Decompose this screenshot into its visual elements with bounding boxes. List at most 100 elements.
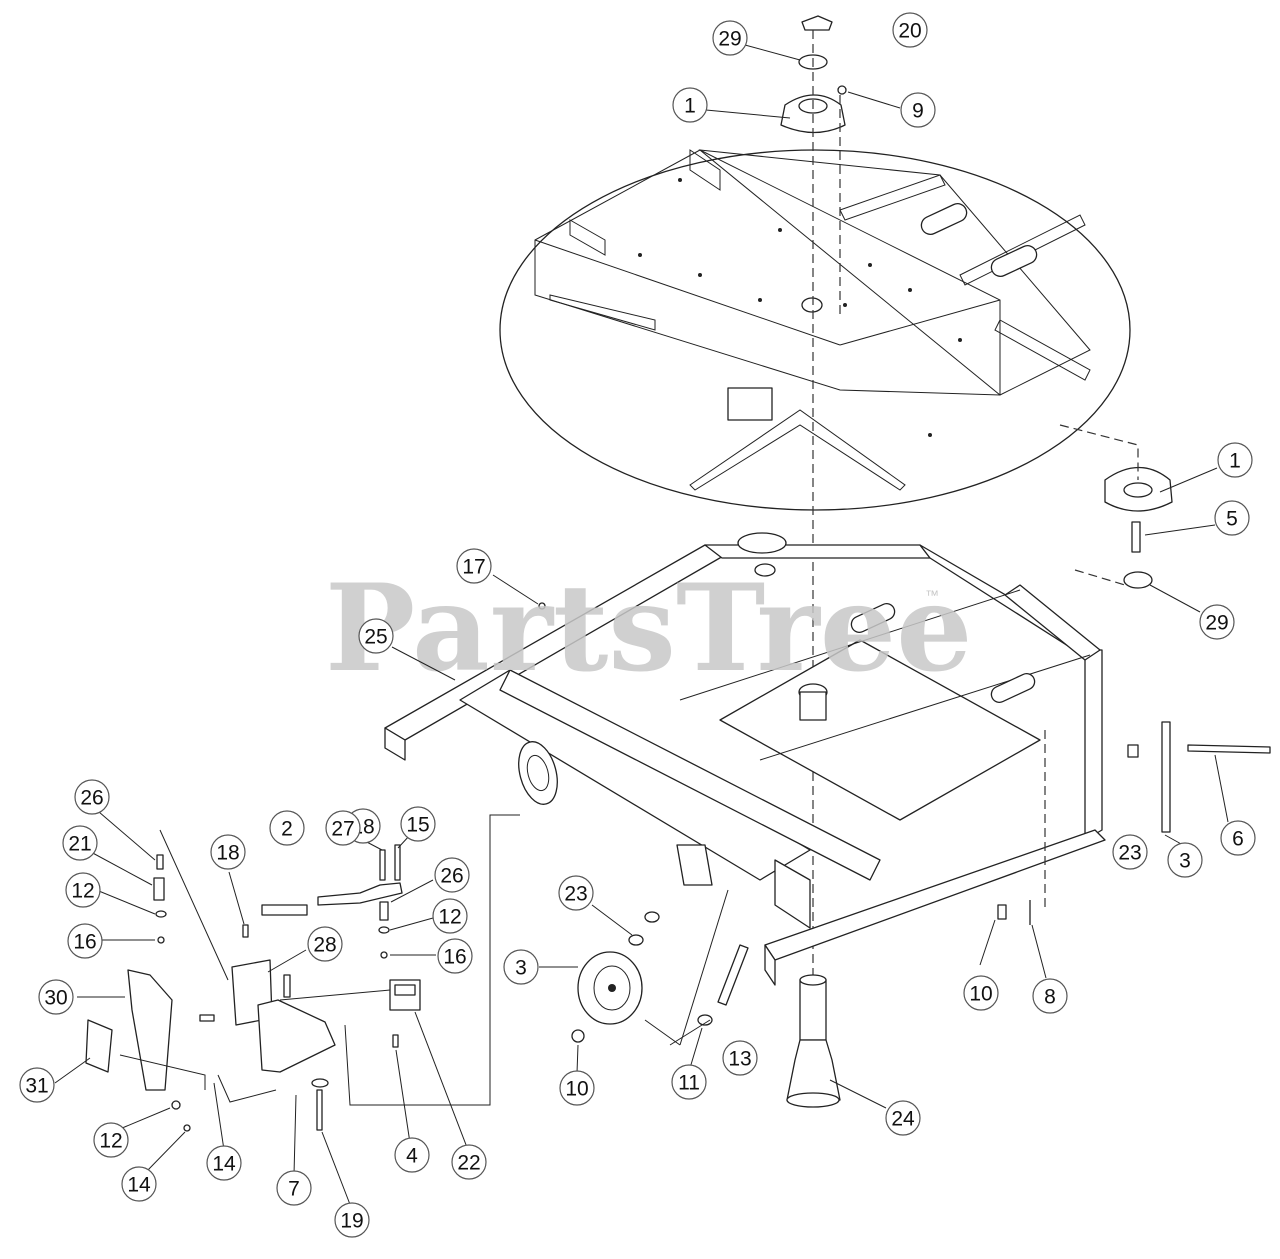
callout-label: 12	[71, 880, 94, 903]
callout-26: 26	[74, 779, 110, 815]
rear-wheel	[518, 741, 558, 805]
height-adjust-assembly	[85, 814, 729, 1132]
callout-31: 31	[19, 1067, 55, 1103]
callout-label: 21	[68, 833, 91, 856]
callout-27: 27	[325, 810, 361, 846]
callout-label: 13	[728, 1048, 751, 1071]
callout-circle	[434, 857, 470, 893]
callout-1: 1	[1217, 442, 1253, 478]
callout-12: 12	[432, 898, 468, 934]
callout-25: 25	[358, 618, 394, 654]
right-bearing-assembly	[1059, 424, 1173, 589]
callout-label: 14	[127, 1174, 151, 1197]
callout-circle	[400, 806, 436, 842]
watermark-text: PartsTree	[325, 558, 972, 699]
callout-label: 25	[364, 626, 387, 649]
mower-deck	[499, 149, 1131, 511]
callout-label: 31	[25, 1075, 48, 1098]
callout-circle	[67, 923, 103, 959]
callout-label: 24	[891, 1108, 915, 1131]
callout-label: 11	[678, 1072, 700, 1095]
callout-label: 27	[331, 818, 354, 841]
callout-label: 3	[1179, 850, 1191, 873]
watermark: PartsTree ™	[325, 558, 972, 699]
callout-circle	[1220, 820, 1256, 856]
callout-label: 7	[288, 1178, 300, 1201]
callout-circle	[722, 1040, 758, 1076]
hardware	[538, 602, 1271, 1108]
callout-circle	[456, 548, 492, 584]
nut-17	[538, 602, 546, 610]
lever-arm	[317, 882, 403, 906]
bearing-bolt	[837, 85, 847, 95]
callout-22: 22	[451, 1144, 487, 1180]
carriage-bolt	[1131, 521, 1141, 553]
callout-label: 1	[1229, 450, 1241, 473]
callout-15: 15	[400, 806, 436, 842]
latch-block	[389, 979, 421, 1011]
callout-12: 12	[65, 872, 101, 908]
callout-26: 26	[434, 857, 470, 893]
callout-circle	[307, 926, 343, 962]
callout-label: 26	[440, 865, 463, 888]
callout-label: 1	[684, 95, 696, 118]
callout-label: 30	[44, 987, 67, 1010]
callout-circle	[325, 810, 361, 846]
front-wheel	[577, 951, 643, 1025]
callout-circle	[1167, 842, 1203, 878]
axle-spacer	[1161, 721, 1171, 833]
callout-circle	[885, 1100, 921, 1136]
callout-circle	[559, 1070, 595, 1106]
callout-label: 17	[462, 556, 485, 579]
callout-circle	[93, 1122, 129, 1158]
callout-label: 10	[969, 983, 992, 1006]
callout-9: 9	[900, 92, 936, 128]
lower-spacer-washer	[1123, 571, 1153, 589]
callout-24: 24	[885, 1100, 921, 1136]
jack-post	[799, 979, 827, 1041]
callout-circle	[963, 975, 999, 1011]
callout-circle	[900, 92, 936, 128]
top-cap-nut	[801, 15, 833, 31]
callout-circle	[672, 87, 708, 123]
callout-circle	[334, 1202, 370, 1238]
plate-31	[85, 1019, 113, 1073]
callout-4: 4	[394, 1137, 430, 1173]
callout-circle	[394, 1137, 430, 1173]
callout-14: 14	[121, 1166, 157, 1202]
wheel-bolt	[717, 944, 749, 1006]
callout-label: 19	[340, 1210, 363, 1233]
callout-10: 10	[963, 975, 999, 1011]
callout-circle	[358, 618, 394, 654]
callout-label: 16	[73, 931, 96, 954]
callout-2: 2	[269, 810, 305, 846]
callout-label: 14	[212, 1153, 236, 1176]
callout-label: 18	[216, 842, 239, 865]
callout-label: 2	[281, 818, 293, 841]
callout-circle	[206, 1145, 242, 1181]
callout-23: 23	[558, 875, 594, 911]
top-bearing-assembly	[780, 15, 847, 1000]
callout-circle	[437, 938, 473, 974]
callout-circle	[892, 12, 928, 48]
lever-grip	[261, 904, 308, 916]
callout-label: 3	[515, 957, 527, 980]
callout-circle	[712, 20, 748, 56]
wheel-nut	[571, 1029, 585, 1043]
callout-label: 12	[438, 906, 461, 929]
callout-circle	[62, 825, 98, 861]
callout-12: 12	[93, 1122, 129, 1158]
callout-circle	[503, 949, 539, 985]
callout-circle	[65, 872, 101, 908]
callout-18: 18	[210, 834, 246, 870]
callout-circle	[432, 898, 468, 934]
callout-circle	[210, 834, 246, 870]
callout-label: 23	[564, 883, 587, 906]
axle-rod	[1187, 744, 1271, 754]
callout-30: 30	[38, 979, 74, 1015]
callout-circle	[121, 1166, 157, 1202]
callout-circle	[1032, 978, 1068, 1014]
callout-19: 19	[334, 1202, 370, 1238]
mount-plate	[257, 999, 336, 1073]
